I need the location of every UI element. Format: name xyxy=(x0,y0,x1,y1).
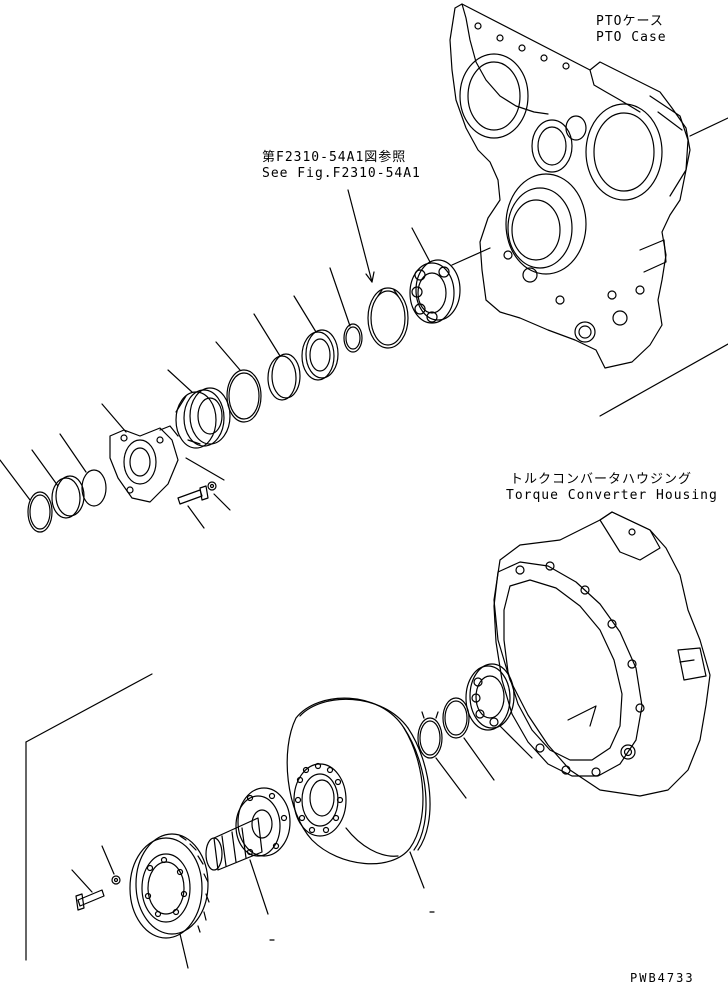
snap-ring-end xyxy=(27,491,53,533)
o-ring xyxy=(226,369,262,423)
torque-converter-label-jp: トルクコンバータハウジング xyxy=(510,472,693,487)
see-figure-label: 第F2310-54A1図参照 See Fig.F2310-54A1 xyxy=(262,150,421,182)
snap-ring-small xyxy=(343,323,363,353)
pto-case xyxy=(449,3,728,417)
pto-bearing xyxy=(409,247,491,324)
snap-ring-large xyxy=(367,287,409,349)
bolt-washer-lower xyxy=(75,875,121,911)
sleeve-hub xyxy=(175,387,231,449)
upper-parts xyxy=(0,189,491,533)
lower-parts xyxy=(25,663,533,969)
ring-seal xyxy=(267,353,301,401)
bearing-race xyxy=(301,329,339,381)
see-figure-label-jp: 第F2310-54A1図参照 xyxy=(262,150,407,165)
pto-case-label-en: PTO Case xyxy=(596,30,667,45)
lower-bearing xyxy=(465,663,515,731)
pto-case-label-jp: PTOケース xyxy=(596,14,664,29)
torque-converter-housing xyxy=(493,511,711,797)
torque-converter xyxy=(286,697,431,865)
pto-case-label: PTOケース PTO Case xyxy=(596,14,667,46)
ring-upper xyxy=(51,475,85,519)
seal-disc xyxy=(81,469,107,507)
ring-gear xyxy=(129,833,210,939)
see-figure-label-en: See Fig.F2310-54A1 xyxy=(262,166,421,181)
torque-converter-label-en: Torque Converter Housing xyxy=(506,488,718,503)
output-shaft xyxy=(205,787,291,871)
drawing-code: PWB4733 xyxy=(630,971,695,985)
bolt-washer-upper xyxy=(177,457,225,505)
flange-cover xyxy=(109,425,179,503)
torque-converter-housing-label: トルクコンバータハウジング Torque Converter Housing xyxy=(506,472,718,504)
lower-snap-ring-2 xyxy=(417,711,443,759)
lower-snap-ring-1 xyxy=(442,697,470,739)
